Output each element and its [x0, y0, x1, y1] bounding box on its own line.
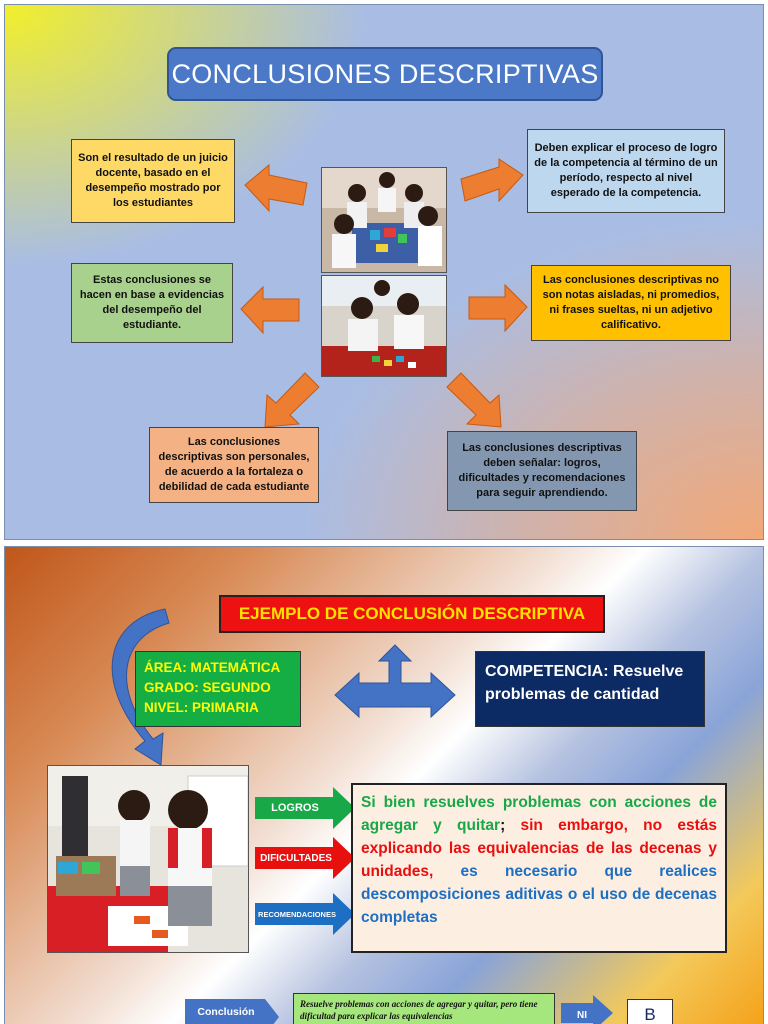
nivel-label: NI — [577, 1009, 587, 1021]
card-evidencias: Estas conclusiones se hacen en base a ev… — [71, 263, 233, 343]
conclusion-summary: Resuelve problemas con acciones de agreg… — [293, 993, 555, 1024]
separator-text: ; — [500, 817, 506, 834]
dificultades-label: DIFICULTADES — [260, 852, 332, 864]
slide-ejemplo-conclusion: EJEMPLO DE CONCLUSIÓN DESCRIPTIVA ÁREA: … — [4, 546, 764, 1024]
arrow-left-top-icon — [244, 163, 308, 213]
conclusion-label: Conclusión — [197, 1006, 255, 1018]
conclusion-label-arrow: Conclusión — [185, 999, 281, 1024]
logros-tag: LOGROS — [255, 787, 357, 829]
recomendaciones-tag: RECOMENDACIONES — [255, 893, 357, 935]
conclusion-text-box: Si bien resuelves problemas con acciones… — [351, 783, 727, 953]
dificultades-text: sin embargo, no estás explicando las equ… — [361, 817, 718, 880]
arrow-right-middle-icon — [468, 283, 528, 333]
logros-label: LOGROS — [271, 802, 319, 814]
card-logros-dificultades: Las conclusiones descriptivas deben seña… — [447, 431, 637, 511]
slide-title: CONCLUSIONES DESCRIPTIVAS — [167, 47, 603, 101]
card-no-notas: Las conclusiones descriptivas no son not… — [531, 265, 731, 341]
classroom-photo-bottom — [321, 275, 447, 377]
area-label: ÁREA: MATEMÁTICA — [144, 660, 281, 675]
classroom-photo-top — [321, 167, 447, 273]
nivel-arrow: NI — [561, 995, 615, 1024]
three-way-arrow-icon — [334, 644, 456, 719]
arrow-right-top-icon — [460, 158, 524, 203]
area-info-box: ÁREA: MATEMÁTICA GRADO: SEGUNDO NIVEL: P… — [135, 651, 301, 727]
curved-arrow-icon — [111, 608, 170, 766]
slide-title: EJEMPLO DE CONCLUSIÓN DESCRIPTIVA — [219, 595, 605, 633]
arrow-down-right-icon — [446, 372, 502, 428]
grado-label: GRADO: SEGUNDO — [144, 680, 271, 695]
arrow-left-middle-icon — [240, 285, 300, 335]
arrow-down-left-icon — [264, 372, 320, 428]
logros-text: Si bien resuelves problemas con acciones… — [361, 794, 717, 834]
card-juicio-docente: Son el resultado de un juicio docente, b… — [71, 139, 235, 223]
card-personales: Las conclusiones descriptivas son person… — [149, 427, 319, 503]
recomendaciones-label: RECOMENDACIONES — [258, 909, 336, 919]
slide-conclusiones-descriptivas: CONCLUSIONES DESCRIPTIVAS — [4, 4, 764, 540]
dificultades-tag: DIFICULTADES — [255, 837, 357, 879]
recomendaciones-text: es necesario que realices descomposicion… — [361, 863, 717, 926]
nivel-label: NIVEL: PRIMARIA — [144, 700, 259, 715]
students-photo — [47, 765, 249, 953]
grade-box: B — [627, 999, 673, 1024]
competencia-box: COMPETENCIA: Resuelve problemas de canti… — [475, 651, 705, 727]
card-proceso-logro: Deben explicar el proceso de logro de la… — [527, 129, 725, 213]
